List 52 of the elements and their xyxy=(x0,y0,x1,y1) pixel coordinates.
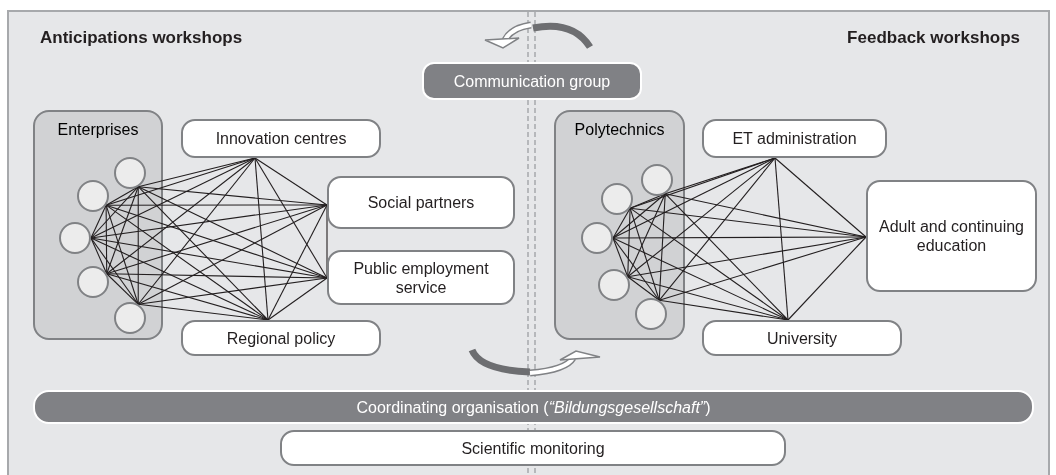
connector-line xyxy=(90,157,256,239)
coordination-bar: Coordinating organisation (“Bildungsgesellschaft”) xyxy=(33,390,1034,424)
connector-line xyxy=(106,273,328,279)
partner-box: Social partners xyxy=(327,176,515,229)
connector-line xyxy=(658,157,776,301)
partner-box: ET administration xyxy=(702,119,887,158)
connector-line xyxy=(137,303,269,321)
connector-line xyxy=(137,186,139,305)
connector-line xyxy=(137,157,256,305)
connector-line xyxy=(90,237,139,305)
partner-box: Innovation centres xyxy=(181,119,381,158)
connector-line xyxy=(629,207,789,321)
connector-line xyxy=(326,204,328,279)
connector-line xyxy=(787,236,867,321)
connector-line xyxy=(629,207,660,301)
connector-line xyxy=(612,157,776,239)
communication-group-box: Communication group xyxy=(422,62,642,100)
connector-line xyxy=(658,299,789,321)
connector-line xyxy=(267,204,328,321)
group-box: Enterprises xyxy=(33,110,163,340)
connector-line xyxy=(105,204,139,305)
connector-line xyxy=(612,193,666,239)
connector-line xyxy=(774,157,789,321)
connector-line xyxy=(90,186,139,239)
connector-line xyxy=(254,157,328,279)
section-heading: Feedback workshops xyxy=(847,27,1020,49)
connector-line xyxy=(627,276,660,301)
partner-box: University xyxy=(702,320,902,356)
partner-box: Scientific monitoring xyxy=(280,430,786,466)
connector-line xyxy=(106,273,139,305)
connector-line xyxy=(774,157,867,238)
connector-line xyxy=(254,157,328,206)
partner-box: Adult and continuing education xyxy=(866,180,1037,292)
section-heading: Anticipations workshops xyxy=(40,27,243,49)
connector-line xyxy=(105,204,108,275)
connector-line xyxy=(137,204,328,305)
connector-line xyxy=(612,237,789,321)
connector-line xyxy=(106,186,139,275)
group-box: Polytechnics xyxy=(554,110,685,340)
connector-line xyxy=(658,236,867,301)
connector-line xyxy=(267,277,328,321)
connector-line xyxy=(254,157,269,321)
connector-line xyxy=(612,237,629,278)
connector-line xyxy=(90,237,269,321)
connector-line xyxy=(658,193,666,301)
connector-line xyxy=(105,204,269,321)
connector-line xyxy=(612,237,660,301)
connector-line xyxy=(106,157,256,275)
partner-box: Regional policy xyxy=(181,320,381,356)
connector-line xyxy=(137,277,328,305)
connector-line xyxy=(627,157,776,278)
partner-box: Public employment service xyxy=(327,250,515,305)
